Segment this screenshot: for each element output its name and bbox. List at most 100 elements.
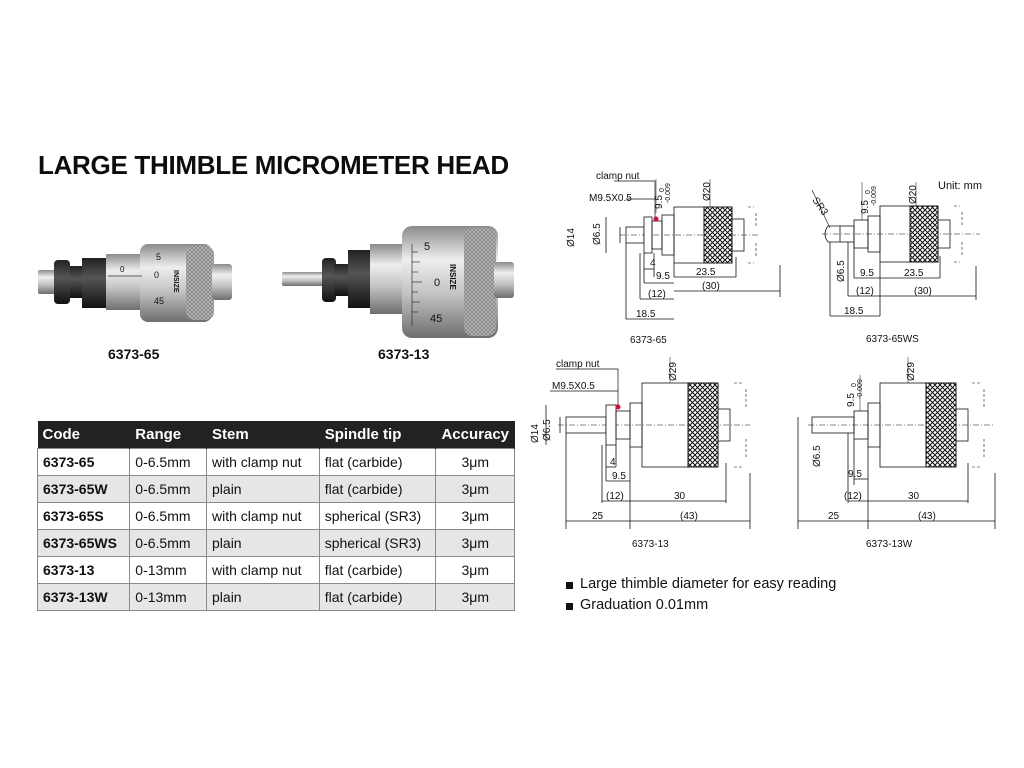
drawing-label: SR3 <box>810 195 830 218</box>
cell-stem: plain <box>206 529 320 557</box>
list-item: Graduation 0.01mm <box>566 597 836 618</box>
cell-range: 0-6.5mm <box>129 448 208 476</box>
photo-caption: 6373-65 <box>108 346 160 362</box>
cell-spindle-tip: flat (carbide) <box>318 583 437 611</box>
table-row: 6373-65W 0-6.5mm plain flat (carbide) 3μ… <box>36 475 515 503</box>
cell-stem: with clamp nut <box>206 448 320 476</box>
scale-label: 5 <box>424 241 430 253</box>
drawing-label: 9.5 <box>860 268 874 279</box>
drawing-label: 4 <box>650 258 656 269</box>
cell-code: 6373-65WS <box>36 529 131 557</box>
drawing-label: (30) <box>914 286 932 297</box>
drawing-label: 23.5 <box>696 267 716 278</box>
drawing-label: -0.009 <box>665 183 672 203</box>
drawing-label: (43) <box>680 511 698 522</box>
drawing-label: 0 <box>659 188 666 192</box>
cell-accuracy: 3μm <box>435 529 515 557</box>
drawing-label: 25 <box>828 511 840 522</box>
cell-spindle-tip: flat (carbide) <box>318 556 437 584</box>
cell-range: 0-6.5mm <box>129 529 208 557</box>
drawing-label: 4 <box>610 457 616 468</box>
list-item: Large thimble diameter for easy reading <box>566 576 836 597</box>
cell-accuracy: 3μm <box>435 475 515 503</box>
drawing-label: Ø29 <box>906 362 917 381</box>
column-header: Range <box>129 421 208 449</box>
column-header: Stem <box>206 421 320 449</box>
table-row: 6373-65WS 0-6.5mm plain spherical (SR3) … <box>36 529 515 557</box>
drawing-label: 9.5 <box>860 200 871 214</box>
drawing-label: Ø6.5 <box>592 223 603 245</box>
scale-label: 45 <box>430 313 442 325</box>
table-row: 6373-13W 0-13mm plain flat (carbide) 3μm <box>36 583 515 611</box>
feature-text: Graduation 0.01mm <box>580 597 709 613</box>
table-row: 6373-65S 0-6.5mm with clamp nut spherica… <box>36 502 515 530</box>
drawing-label: (30) <box>702 281 720 292</box>
cell-spindle-tip: flat (carbide) <box>318 475 437 503</box>
drawing-label: Ø6.5 <box>836 260 847 282</box>
bullet-icon <box>566 582 573 589</box>
page-title: LARGE THIMBLE MICROMETER HEAD <box>38 150 509 180</box>
table-row: 6373-13 0-13mm with clamp nut flat (carb… <box>36 556 515 584</box>
drawing-label: Ø6.5 <box>812 445 823 467</box>
drawing-label: -0.009 <box>871 186 878 206</box>
drawing-6373-65WS: SR3 9.5 0 -0.009 Ø20 Ø6.5 9.5 23.5 (12) … <box>810 182 980 345</box>
cell-range: 0-6.5mm <box>129 475 208 503</box>
drawing-label: Ø20 <box>908 185 919 204</box>
scale-label: 5 <box>156 252 161 262</box>
drawing-caption: 6373-65WS <box>866 334 919 345</box>
drawing-label: (12) <box>648 289 666 300</box>
micrometer-photo-6373-65: 0 5 0 45 INSIZE <box>38 244 232 322</box>
scale-label: 0 <box>434 277 440 289</box>
scale-label: 0 <box>120 265 125 274</box>
feature-text: Large thimble diameter for easy reading <box>580 576 837 592</box>
drawing-label: (12) <box>856 286 874 297</box>
drawing-6373-13: clamp nut M9.5X0.5 Ø29 Ø14 Ø6.5 4 9.5 (1… <box>530 357 751 550</box>
drawing-label: 9.5 <box>612 471 626 482</box>
drawing-label: 23.5 <box>904 268 924 279</box>
drawing-label: clamp nut <box>596 171 640 182</box>
drawing-label: 18.5 <box>636 309 656 320</box>
cell-code: 6373-65W <box>36 475 131 503</box>
drawing-label: Ø14 <box>566 228 577 247</box>
drawing-label: Ø29 <box>668 362 679 381</box>
unit-label: Unit: mm <box>938 180 982 192</box>
drawing-label: Ø14 <box>530 424 541 443</box>
drawing-label: clamp nut <box>556 359 600 370</box>
feature-list: Large thimble diameter for easy reading … <box>566 576 836 618</box>
drawing-label: M9.5X0.5 <box>589 193 632 204</box>
drawing-label: (43) <box>918 511 936 522</box>
drawing-label: Ø6.5 <box>542 419 553 441</box>
drawing-label: 25 <box>592 511 604 522</box>
micrometer-photo-6373-13: 5 0 45 INSIZE <box>282 226 514 338</box>
column-header: Accuracy <box>435 421 515 449</box>
table-header-row: Code Range Stem Spindle tip Accuracy <box>37 421 515 449</box>
cell-range: 0-13mm <box>129 583 208 611</box>
brand-logo: INSIZE <box>172 270 179 293</box>
drawing-label: (12) <box>606 491 624 502</box>
cell-spindle-tip: spherical (SR3) <box>318 502 437 530</box>
cell-stem: with clamp nut <box>206 502 320 530</box>
drawing-label: 18.5 <box>844 306 864 317</box>
drawing-6373-13W: 9.5 0 -0.009 Ø29 Ø6.5 9.5 (12) 30 25 (43… <box>797 357 996 550</box>
cell-code: 6373-13W <box>36 583 131 611</box>
drawing-label: (12) <box>844 491 862 502</box>
column-header: Spindle tip <box>319 421 437 449</box>
drawing-label: 0 <box>865 190 872 194</box>
drawing-caption: 6373-65 <box>630 335 667 346</box>
photo-caption: 6373-13 <box>378 346 430 362</box>
drawing-label: M9.5X0.5 <box>552 381 595 392</box>
drawing-label: 9.5 <box>656 271 670 282</box>
cell-stem: plain <box>206 475 320 503</box>
cell-spindle-tip: flat (carbide) <box>318 448 437 476</box>
drawing-label: 9.5 <box>654 195 665 209</box>
drawing-caption: 6373-13W <box>866 539 913 550</box>
drawing-label: 30 <box>674 491 686 502</box>
cell-code: 6373-13 <box>36 556 131 584</box>
bullet-icon <box>566 603 573 610</box>
cell-range: 0-6.5mm <box>129 502 208 530</box>
cell-accuracy: 3μm <box>435 583 515 611</box>
cell-stem: plain <box>206 583 320 611</box>
drawing-label: 9.5 <box>848 469 862 480</box>
cell-accuracy: 3μm <box>435 556 515 584</box>
scale-label: 0 <box>154 270 159 280</box>
